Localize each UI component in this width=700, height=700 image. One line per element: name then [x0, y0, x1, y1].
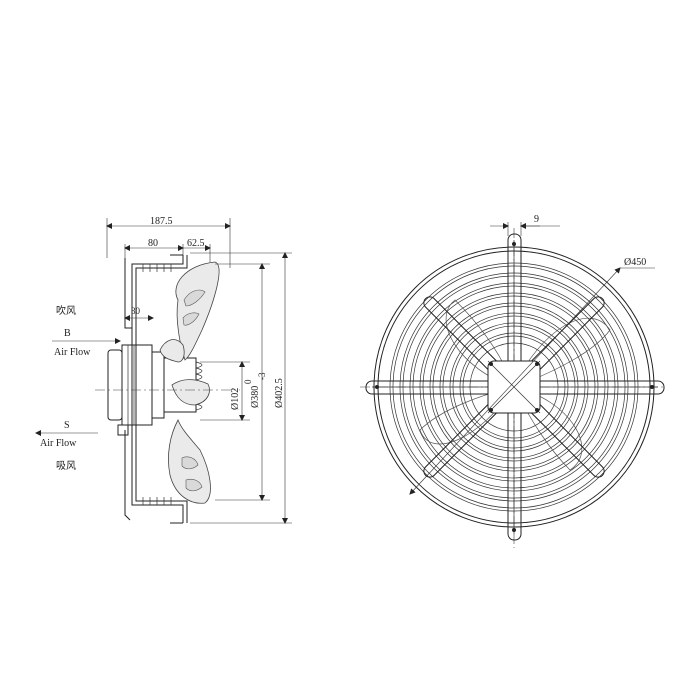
dim-hub-dia: Ø102	[230, 388, 241, 410]
outer-dia-leader	[409, 267, 621, 495]
label-suck: 吸风	[56, 460, 76, 472]
strap-width-dimension	[490, 222, 560, 236]
top-dimension-lines	[106, 218, 231, 321]
dim-blade-tol-lower: -3	[257, 372, 267, 380]
dim-blade-offset: 62.5	[187, 238, 205, 249]
fan-blade-side	[159, 261, 220, 504]
dim-overall-depth: 187.5	[150, 216, 173, 227]
vertical-dimension-lines	[190, 252, 292, 524]
label-airflow-s: S	[64, 420, 70, 431]
guard-frame	[124, 254, 188, 524]
dim-guard-depth: 80	[148, 238, 158, 249]
center-hub	[487, 360, 541, 414]
front-view: 9 Ø450	[360, 214, 665, 548]
label-blow: 吹风	[56, 304, 76, 317]
dim-guard-dia: Ø402.5	[274, 378, 285, 408]
dim-outer-dia: Ø450	[624, 257, 646, 268]
label-airflow-bottom: Air Flow	[40, 438, 77, 449]
side-view: 187.5 80 62.5 30	[35, 216, 292, 524]
label-airflow-top: Air Flow	[54, 347, 91, 358]
dim-blade-dia: Ø380	[250, 386, 261, 408]
label-airflow-b: B	[64, 328, 71, 339]
mounting-holes	[375, 242, 654, 532]
dim-blade-tol-upper: 0	[243, 379, 253, 384]
dim-strap-width: 9	[534, 214, 539, 225]
